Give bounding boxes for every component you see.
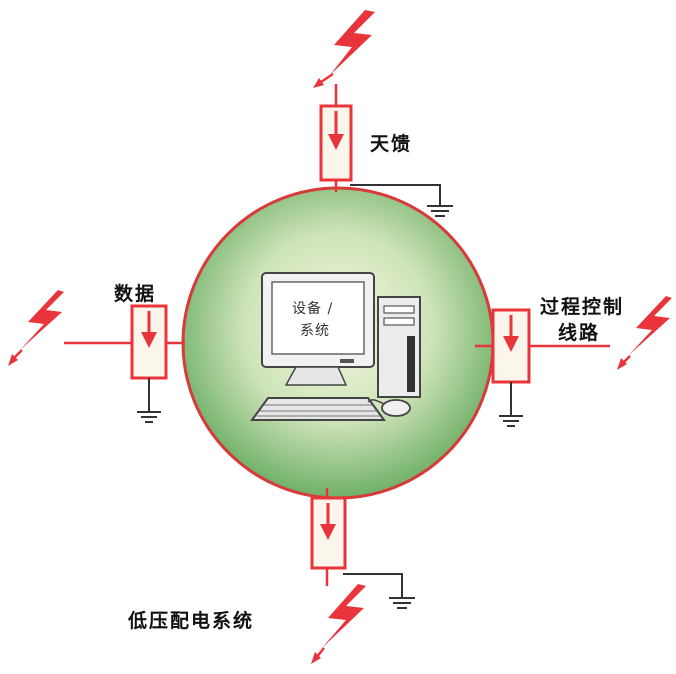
- antenna-branch: [313, 10, 453, 217]
- computer-icon: [250, 272, 421, 421]
- low-voltage-power-label: 低压配电系统: [128, 610, 255, 632]
- lightning-bolt-icon: [311, 584, 366, 664]
- data-line-label: 数据: [114, 283, 157, 305]
- surge-protector-icon: [319, 104, 353, 182]
- process-control-label-line1: 过程控制: [540, 296, 625, 318]
- power-branch: [310, 488, 415, 664]
- antenna-feed-label: 天馈: [370, 133, 413, 155]
- surge-protector-icon: [310, 496, 347, 570]
- lightning-bolt-icon: [313, 10, 375, 88]
- screen-text-line1: 设备 /: [292, 301, 334, 317]
- screen-text-line2: 系统: [300, 323, 330, 339]
- ground-symbol-icon: [350, 184, 453, 217]
- surge-protector-icon: [130, 304, 168, 380]
- process-control-label-line2: 线路: [558, 322, 601, 344]
- ground-symbol-icon: [499, 382, 523, 427]
- lightning-bolt-icon: [8, 290, 64, 366]
- process-control-branch: [475, 296, 672, 427]
- ground-symbol-icon: [137, 378, 161, 423]
- ground-symbol-icon: [343, 573, 415, 609]
- surge-protector-icon: [491, 308, 531, 384]
- data-branch: [8, 290, 185, 423]
- lightning-bolt-icon: [617, 296, 672, 370]
